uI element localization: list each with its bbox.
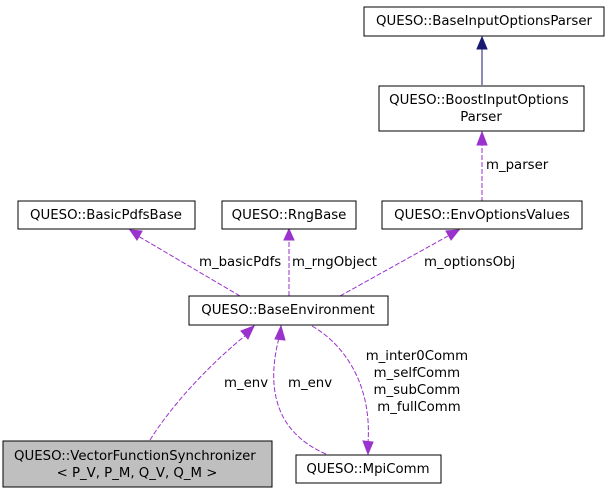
- svg-text:QUESO::VectorFunctionSynchroni: QUESO::VectorFunctionSynchronizer < P_V,…: [14, 449, 260, 481]
- svg-text:QUESO::BoostInputOptions: QUESO::BoostInputOptions Parser: [389, 93, 573, 125]
- edges: [128, 35, 488, 456]
- edge-label-m-parser: m_parser: [486, 158, 549, 173]
- node-env-options-values[interactable]: QUESO::EnvOptionsValues: [381, 200, 583, 230]
- svg-text:QUESO::EnvOptionsValues: QUESO::EnvOptionsValues: [394, 208, 570, 223]
- edge-label-m-options-obj: m_optionsObj: [424, 255, 515, 270]
- arrow-m-env-mpi: [274, 324, 286, 341]
- edge-m-options-obj: [339, 235, 449, 297]
- arrow-m-parser: [476, 130, 488, 146]
- edge-label-m-env-mpi: m_env: [288, 376, 332, 391]
- arrow-m-rng-object: [283, 227, 295, 241]
- edge-m-env-sync: [149, 334, 247, 441]
- node-base-input-options-parser[interactable]: QUESO::BaseInputOptionsParser: [363, 6, 605, 37]
- edge-label-m-env-sync: m_env: [224, 376, 268, 391]
- arrow-m-basic-pdfs: [128, 229, 143, 241]
- arrow-inherit-head: [476, 35, 488, 50]
- svg-text:QUESO::BasicPdfsBase: QUESO::BasicPdfsBase: [30, 208, 182, 223]
- node-mpi-comm[interactable]: QUESO::MpiComm: [295, 454, 442, 484]
- node-basic-pdfs-base[interactable]: QUESO::BasicPdfsBase: [17, 200, 196, 230]
- svg-text:QUESO::BaseEnvironment: QUESO::BaseEnvironment: [201, 303, 375, 318]
- edge-labels: m_parser m_basicPdfs m_rngObject m_optio…: [199, 158, 549, 415]
- edge-label-m-rng-object: m_rngObject: [292, 255, 377, 270]
- edge-m-env-mpi: [273, 337, 327, 455]
- svg-text:QUESO::RngBase: QUESO::RngBase: [232, 208, 347, 223]
- svg-text:QUESO::BaseInputOptionsParser: QUESO::BaseInputOptionsParser: [376, 14, 592, 29]
- edge-label-mpi-comm-members: m_inter0Comm m_selfComm m_subComm m_full…: [366, 349, 473, 415]
- svg-text:QUESO::MpiComm: QUESO::MpiComm: [306, 462, 429, 477]
- arrow-mpi-comm-members: [362, 440, 374, 456]
- arrow-m-env-sync: [240, 325, 255, 340]
- node-vector-function-synchronizer[interactable]: QUESO::VectorFunctionSynchronizer < P_V,…: [2, 440, 273, 488]
- edge-label-m-basic-pdfs: m_basicPdfs: [199, 255, 281, 270]
- arrow-m-options-obj: [445, 229, 461, 241]
- node-boost-input-options-parser[interactable]: QUESO::BoostInputOptions Parser: [378, 85, 585, 132]
- edge-m-basic-pdfs: [137, 235, 241, 297]
- node-rng-base[interactable]: QUESO::RngBase: [221, 200, 357, 230]
- node-base-environment[interactable]: QUESO::BaseEnvironment: [188, 295, 389, 326]
